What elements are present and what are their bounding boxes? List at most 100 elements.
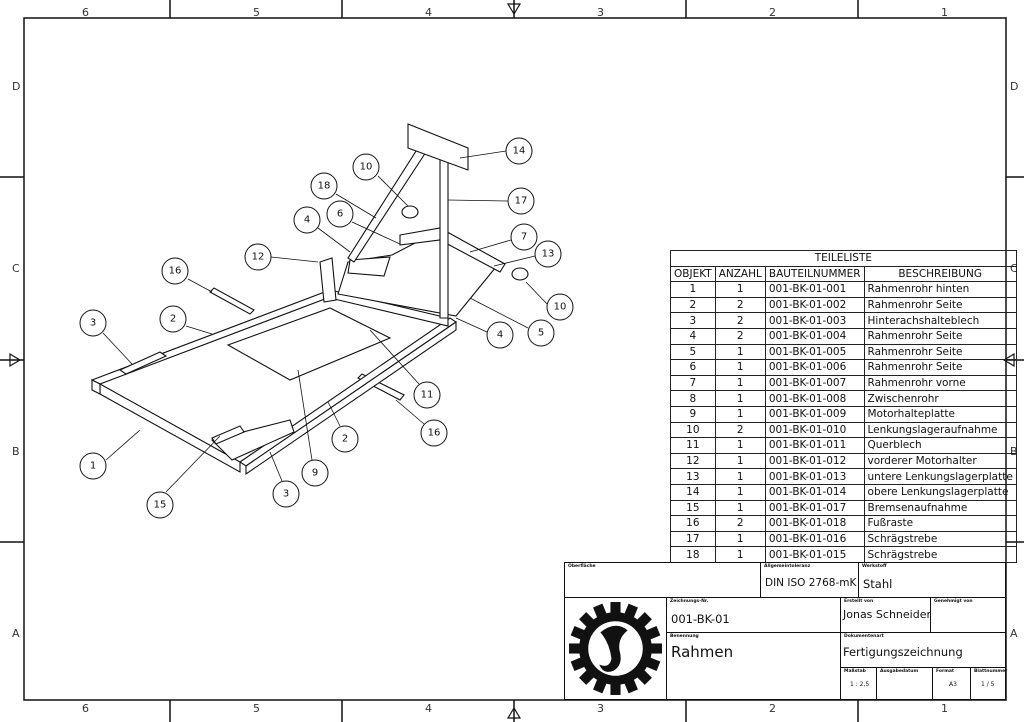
description: untere Lenkungslagerplatte — [863, 468, 1017, 485]
balloon: 10 — [352, 153, 380, 181]
item-number: 14 — [670, 483, 716, 501]
motor-plate — [226, 307, 392, 381]
balloon: 12 — [244, 243, 272, 271]
quantity: 2 — [714, 327, 766, 345]
svg-text:6: 6 — [82, 702, 89, 715]
part-number: 001-BK-01-010 — [764, 421, 865, 439]
item-number: 13 — [670, 468, 716, 485]
item-number: 1 — [670, 281, 716, 298]
balloon: 16 — [420, 419, 448, 447]
balloon: 16 — [161, 257, 189, 285]
header-anzahl: ANZAHL — [714, 265, 766, 283]
item-number: 2 — [670, 296, 716, 314]
quantity: 2 — [714, 312, 766, 329]
svg-text:16: 16 — [428, 428, 441, 439]
balloon: 9 — [301, 459, 329, 487]
svg-text:1: 1 — [90, 461, 96, 472]
description: Rahmenrohr Seite — [863, 359, 1017, 376]
svg-text:10: 10 — [360, 162, 373, 173]
svg-text:5: 5 — [538, 328, 544, 339]
upper-bearing-plate — [407, 123, 469, 171]
material-value: Stahl — [863, 577, 893, 591]
part-number: 001-BK-01-017 — [764, 499, 865, 517]
part-number: 001-BK-01-008 — [764, 390, 865, 407]
item-number: 11 — [670, 437, 716, 454]
part-number: 001-BK-01-001 — [764, 281, 865, 298]
item-number: 6 — [670, 359, 716, 376]
header-bauteilnummer: BAUTEILNUMMER — [764, 265, 865, 283]
balloon: 3 — [79, 309, 107, 337]
svg-text:6: 6 — [337, 209, 343, 220]
quantity: 1 — [714, 452, 766, 470]
part-number: 001-BK-01-011 — [764, 437, 865, 454]
balloon: 2 — [159, 305, 187, 333]
approved-by-label: Genehmigt von — [934, 599, 973, 604]
svg-text:4: 4 — [425, 6, 432, 19]
name-value: Rahmen — [671, 643, 734, 661]
format-value: A3 — [949, 681, 957, 688]
item-number: 10 — [670, 421, 716, 439]
description: Rahmenrohr Seite — [863, 327, 1017, 345]
svg-text:D: D — [1010, 80, 1018, 93]
issue-date-label: Ausgabedatum — [880, 669, 919, 674]
part-number: 001-BK-01-013 — [764, 468, 865, 485]
surface-cell: Oberfläche — [564, 562, 761, 598]
sheet-number-value: 1 / 5 — [981, 681, 995, 688]
created-by-value: Jonas Schneider — [843, 608, 931, 621]
parts-list-table: TEILELISTE OBJEKT ANZAHL BAUTEILNUMMER B… — [670, 250, 1017, 563]
item-number: 12 — [670, 452, 716, 470]
svg-text:5: 5 — [253, 702, 260, 715]
quantity: 1 — [714, 281, 766, 298]
svg-text:10: 10 — [554, 302, 567, 313]
scale-label: Maßstab — [844, 669, 866, 674]
balloon: 5 — [527, 319, 555, 347]
quantity: 1 — [714, 530, 766, 548]
balloon: 15 — [146, 491, 174, 519]
item-number: 4 — [670, 327, 716, 345]
balloon: 3 — [272, 480, 300, 508]
brace-17 — [439, 149, 449, 319]
svg-text:4: 4 — [425, 702, 432, 715]
svg-text:16: 16 — [169, 266, 182, 277]
sheet-number-label: Blattnummer — [974, 669, 1008, 674]
description: Zwischenrohr — [863, 390, 1017, 407]
quantity: 2 — [714, 296, 766, 314]
item-number: 15 — [670, 499, 716, 517]
description: Rahmenrohr vorne — [863, 374, 1017, 392]
svg-text:B: B — [12, 445, 20, 458]
part-number: 001-BK-01-014 — [764, 483, 865, 501]
balloon: 14 — [505, 137, 533, 165]
doc-type-label: Dokumentenart — [844, 634, 884, 639]
approved-by-cell: Genehmigt von — [930, 597, 1006, 633]
parts-list-header: OBJEKT ANZAHL BAUTEILNUMMER BESCHREIBUNG — [670, 265, 1017, 283]
balloon: 6 — [326, 200, 354, 228]
tolerance-value: DIN ISO 2768-mK — [765, 577, 857, 589]
svg-text:3: 3 — [90, 318, 96, 329]
quantity: 1 — [714, 343, 766, 361]
company-logo — [564, 597, 667, 700]
item-number: 7 — [670, 374, 716, 392]
description: Rahmenrohr Seite — [863, 296, 1017, 314]
quantity: 2 — [714, 515, 766, 532]
item-number: 17 — [670, 530, 716, 548]
quantity: 1 — [714, 546, 766, 563]
header-objekt: OBJEKT — [670, 265, 716, 283]
svg-text:1: 1 — [941, 6, 948, 19]
item-number: 16 — [670, 515, 716, 532]
description: Schrägstrebe — [863, 530, 1017, 548]
svg-text:5: 5 — [253, 6, 260, 19]
svg-text:9: 9 — [312, 468, 318, 479]
balloon: 7 — [510, 223, 538, 251]
balloon: 2 — [331, 425, 359, 453]
